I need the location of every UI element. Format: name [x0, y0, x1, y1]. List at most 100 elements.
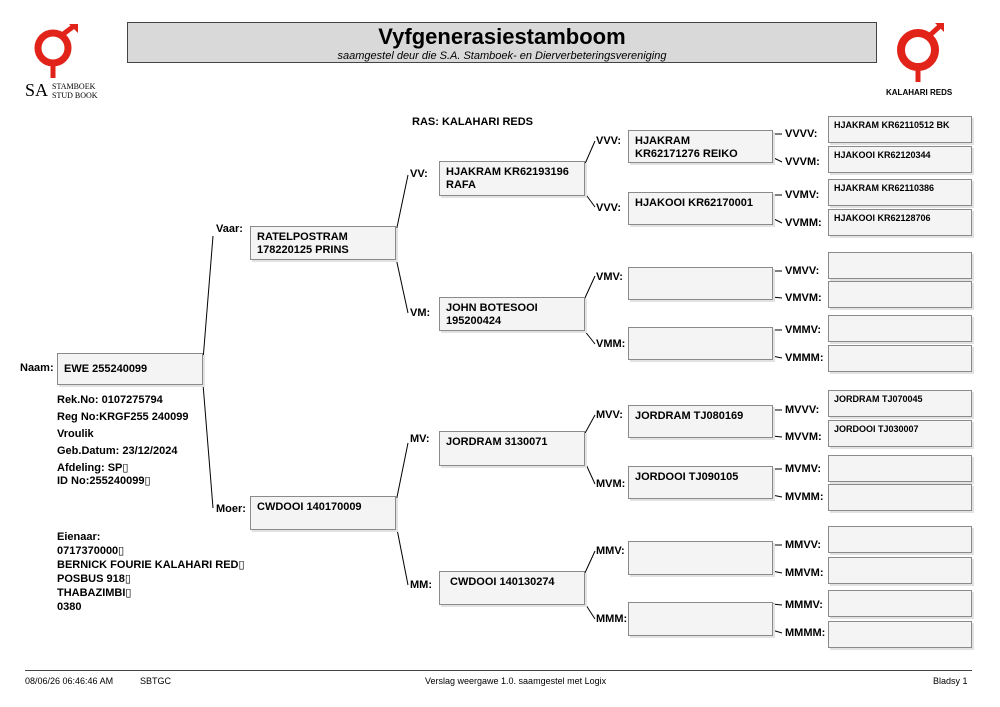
mmv-box[interactable]	[628, 541, 773, 575]
animal-box[interactable]: EWE 255240099	[57, 353, 203, 385]
report-subtitle: saamgestel deur die S.A. Stamboek- en Di…	[337, 50, 667, 62]
animal-afdeling: Afdeling: SP▯	[57, 462, 129, 474]
vmvv-box[interactable]	[828, 252, 972, 279]
mmm-box[interactable]	[628, 602, 773, 636]
vmvm-label: VMVM:	[785, 292, 822, 304]
mvvm-name: JORDOOI TJ030007	[834, 424, 919, 434]
vm-box[interactable]: JOHN BOTESOOI 195200424	[439, 297, 585, 331]
vv-name-line2: RAFA	[446, 179, 476, 191]
mm-label: MM:	[410, 579, 432, 591]
sire-label: Vaar:	[216, 223, 243, 235]
mvvv-box[interactable]: JORDRAM TJ070045	[828, 390, 972, 417]
mvm-label: MVM:	[596, 478, 626, 490]
vmmv-label: VMMV:	[785, 324, 822, 336]
footer-report-code: SBTGC	[140, 676, 172, 686]
vm-label: VM:	[410, 307, 431, 319]
vvv-box[interactable]: HJAKRAM KR62171276 REIKO	[628, 130, 773, 163]
vmmv-box[interactable]	[828, 315, 972, 342]
mvvv-label: MVVV:	[785, 404, 820, 416]
mvmv-label: MVMV:	[785, 463, 822, 475]
vvmv-name: HJAKRAM KR62110386	[834, 183, 935, 193]
mvvv-name: JORDRAM TJ070045	[834, 394, 923, 404]
vvmm-name: HJAKOOI KR62128706	[834, 213, 931, 223]
vv-name: HJAKRAM KR62193196	[446, 166, 569, 178]
footer-datetime: 08/06/26 06:46:46 AM	[25, 676, 114, 686]
sire-name: RATELPOSTRAM	[257, 231, 348, 243]
vmvm-box[interactable]	[828, 281, 972, 308]
animal-sex: Vroulik	[57, 428, 94, 440]
vmv-box[interactable]	[628, 267, 773, 300]
logo-caption: STAMBOEK STUD BOOK	[52, 82, 98, 100]
vvv-number: KR62171276 REIKO	[635, 148, 738, 160]
vv-label: VV:	[410, 168, 428, 180]
vvm-name: HJAKOOI KR62170001	[635, 197, 754, 209]
owner-details: Eienaar: 0717370000▯ BERNICK FOURIE KALA…	[57, 530, 245, 614]
mmvm-label: MMVM:	[785, 567, 824, 579]
vv-box[interactable]: HJAKRAM KR62193196 RAFA	[439, 161, 585, 196]
mmvv-label: MMVV:	[785, 539, 822, 551]
vvmv-label: VVMV:	[785, 189, 820, 201]
animal-name-label: Naam:	[20, 362, 54, 374]
animal-name: EWE 255240099	[64, 363, 148, 375]
mvv-label: MVV:	[596, 409, 623, 421]
footer-page-number: Bladsy 1	[933, 676, 968, 686]
vvmm-label: VVMM:	[785, 217, 822, 229]
logo-caption-line1: STAMBOEK	[52, 82, 96, 91]
dam-label: Moer:	[216, 503, 246, 515]
owner-name: BERNICK FOURIE KALAHARI RED▯	[57, 559, 245, 571]
mv-label: MV:	[410, 433, 430, 445]
kalahari-reds-logo: KALAHARI REDS	[880, 22, 960, 102]
kalahari-reds-emblem-icon	[897, 23, 944, 82]
vvv-name: HJAKRAM	[635, 135, 690, 147]
vvm-label: VVV:	[596, 202, 622, 214]
breed-label: RAS: KALAHARI REDS	[412, 116, 533, 128]
owner-postal-code: 0380	[57, 601, 82, 613]
vvvm-box[interactable]: HJAKOOI KR62120344	[828, 146, 972, 173]
owner-postbox: POSBUS 918▯	[57, 573, 131, 585]
sa-stud-book-logo: SA STAMBOEK STUD BOOK	[22, 24, 106, 104]
dam-box[interactable]: CWDOOI 140170009	[250, 496, 396, 530]
vvmv-box[interactable]: HJAKRAM KR62110386	[828, 179, 972, 206]
sire-box[interactable]: RATELPOSTRAM 178220125 PRINS	[250, 226, 396, 260]
mvm-box[interactable]: JORDOOI TJ090105	[628, 466, 773, 499]
mmv-label: MMV:	[596, 545, 625, 557]
vvv-label: VVV:	[596, 135, 622, 147]
animal-reg-no: Reg No:KRGF255 240099	[57, 411, 189, 423]
mv-name: JORDRAM 3130071	[446, 436, 548, 448]
footer-version: Verslag weergawe 1.0. saamgestel met Log…	[425, 676, 607, 686]
mmm-label: MMM:	[596, 613, 628, 625]
mmmm-box[interactable]	[828, 621, 972, 648]
owner-town: THABAZIMBI▯	[57, 587, 132, 599]
mmmv-label: MMMV:	[785, 599, 823, 611]
vmmm-label: VMMM:	[785, 352, 824, 364]
vm-name: JOHN BOTESOOI	[446, 302, 538, 314]
logo-caption-line2: STUD BOOK	[52, 91, 98, 100]
animal-birth-date: Geb.Datum: 23/12/2024	[57, 445, 178, 457]
mvmv-box[interactable]	[828, 455, 972, 482]
vvvv-box[interactable]: HJAKRAM KR62110512 BK	[828, 116, 972, 143]
vvmm-box[interactable]: HJAKOOI KR62128706	[828, 209, 972, 236]
mvv-name: JORDRAM TJ080169	[635, 410, 744, 422]
owner-label: Eienaar:	[57, 531, 101, 543]
mmmv-box[interactable]	[828, 590, 972, 617]
mmvv-box[interactable]	[828, 526, 972, 553]
mvm-name: JORDOOI TJ090105	[635, 471, 739, 483]
mvvm-label: MVVM:	[785, 431, 822, 443]
mmvm-box[interactable]	[828, 557, 972, 584]
mv-box[interactable]: JORDRAM 3130071	[439, 431, 585, 466]
vvm-box[interactable]: HJAKOOI KR62170001	[628, 192, 773, 225]
vmm-label: VMM:	[596, 338, 626, 350]
mvvm-box[interactable]: JORDOOI TJ030007	[828, 420, 972, 447]
footer-divider	[25, 670, 972, 671]
logo-initials: SA	[25, 80, 49, 100]
mm-box[interactable]: CWDOOI 140130274	[439, 571, 585, 605]
vvvv-name: HJAKRAM KR62110512 BK	[834, 120, 950, 130]
sa-stud-book-emblem-icon	[34, 24, 78, 78]
mvv-box[interactable]: JORDRAM TJ080169	[628, 405, 773, 438]
vmv-label: VMV:	[596, 271, 623, 283]
mvmm-box[interactable]	[828, 484, 972, 511]
vmm-box[interactable]	[628, 327, 773, 360]
vmmm-box[interactable]	[828, 345, 972, 372]
report-title: Vyfgenerasiestamboom	[378, 24, 626, 49]
